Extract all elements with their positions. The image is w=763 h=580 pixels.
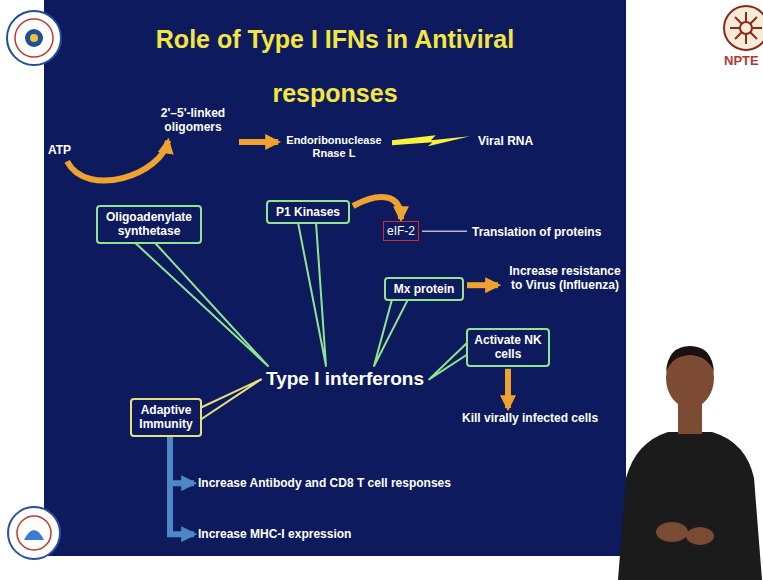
effect-label: Increase resistance to Virus (Influenza)	[502, 264, 628, 293]
callout-pointer	[200, 379, 261, 420]
logo-emblem	[740, 22, 752, 34]
node-text: ATP	[48, 143, 71, 157]
presenter-hair	[666, 346, 714, 372]
logo-emblem	[25, 29, 43, 47]
logo-bottom-left	[8, 507, 60, 559]
process-box: P1 Kinases	[266, 200, 350, 224]
logo-ring	[15, 19, 53, 57]
node-text: Viral RNA	[478, 134, 533, 148]
node-text: Activate NK cells	[472, 333, 544, 362]
logo-top-right	[724, 6, 763, 50]
callout-pointer	[134, 242, 268, 366]
node-text: P1 Kinases	[272, 205, 344, 219]
node-text: Increase resistance to Virus (Influenza)	[502, 264, 628, 293]
node-text: 2'–5'-linked oligomers	[150, 106, 236, 135]
logo-emblem	[24, 530, 44, 540]
effect-label: Translation of proteins	[472, 225, 601, 239]
connector-arrow	[239, 139, 278, 145]
presenter-hands	[686, 527, 714, 545]
substrate-label: ATP	[48, 143, 71, 157]
effect-label: Kill virally infected cells	[462, 411, 598, 425]
logo-ring	[724, 6, 763, 50]
node-text: Adaptive Immunity	[136, 403, 196, 432]
process-box: Oligoadenylate synthetase	[96, 205, 202, 244]
node-text: Translation of proteins	[472, 225, 601, 239]
connector-arrow	[170, 437, 194, 483]
target-label: Viral RNA	[478, 134, 533, 148]
connector-arrow	[353, 197, 401, 219]
product-label: 2'–5'-linked oligomers	[150, 106, 236, 135]
hub-label: Type I interferons	[264, 368, 426, 391]
node-text: Endoribonuclease Rnase L	[282, 134, 386, 160]
callout-pointer	[429, 342, 468, 379]
node-text: Kill virally infected cells	[462, 411, 598, 425]
process-box: Activate NK cells	[466, 328, 550, 367]
watermark-text: NPTE	[724, 53, 759, 68]
enzyme-label: Endoribonuclease Rnase L	[282, 134, 386, 160]
node-text: Oligoadenylate synthetase	[102, 210, 196, 239]
effect-label: Increase MHC-I expression	[198, 527, 351, 541]
node-text: Type I interferons	[266, 368, 424, 391]
node-text: Mx protein	[390, 282, 458, 296]
logo-star	[730, 12, 762, 44]
presenter-shirt	[618, 432, 762, 580]
process-box: Adaptive Immunity	[130, 398, 202, 437]
connector-arrow	[505, 369, 511, 408]
connector-arrow	[67, 141, 168, 181]
callout-pointer	[374, 299, 408, 366]
slide-title: Role of Type I IFNs in Antiviral respons…	[135, 12, 535, 120]
connector-arrow	[170, 437, 194, 534]
connector-arrow	[422, 230, 467, 232]
node-text: Increase Antibody and CD8 T cell respons…	[198, 476, 451, 490]
presenter-hands	[656, 522, 688, 542]
logo-ring	[17, 516, 51, 550]
highlight-box: eIF-2	[383, 221, 419, 241]
logo-ring	[8, 507, 60, 559]
logo-emblem	[30, 34, 38, 42]
connector-arrow	[467, 282, 498, 288]
logo-ring	[7, 11, 61, 65]
node-text: Increase MHC-I expression	[198, 527, 351, 541]
node-text: eIF-2	[387, 224, 415, 238]
process-box: Mx protein	[384, 277, 464, 301]
connector-arrow	[392, 135, 470, 146]
effect-label: Increase Antibody and CD8 T cell respons…	[198, 476, 451, 490]
logo-top-left	[7, 11, 61, 65]
presenter	[618, 346, 762, 580]
callout-pointer	[298, 222, 326, 366]
